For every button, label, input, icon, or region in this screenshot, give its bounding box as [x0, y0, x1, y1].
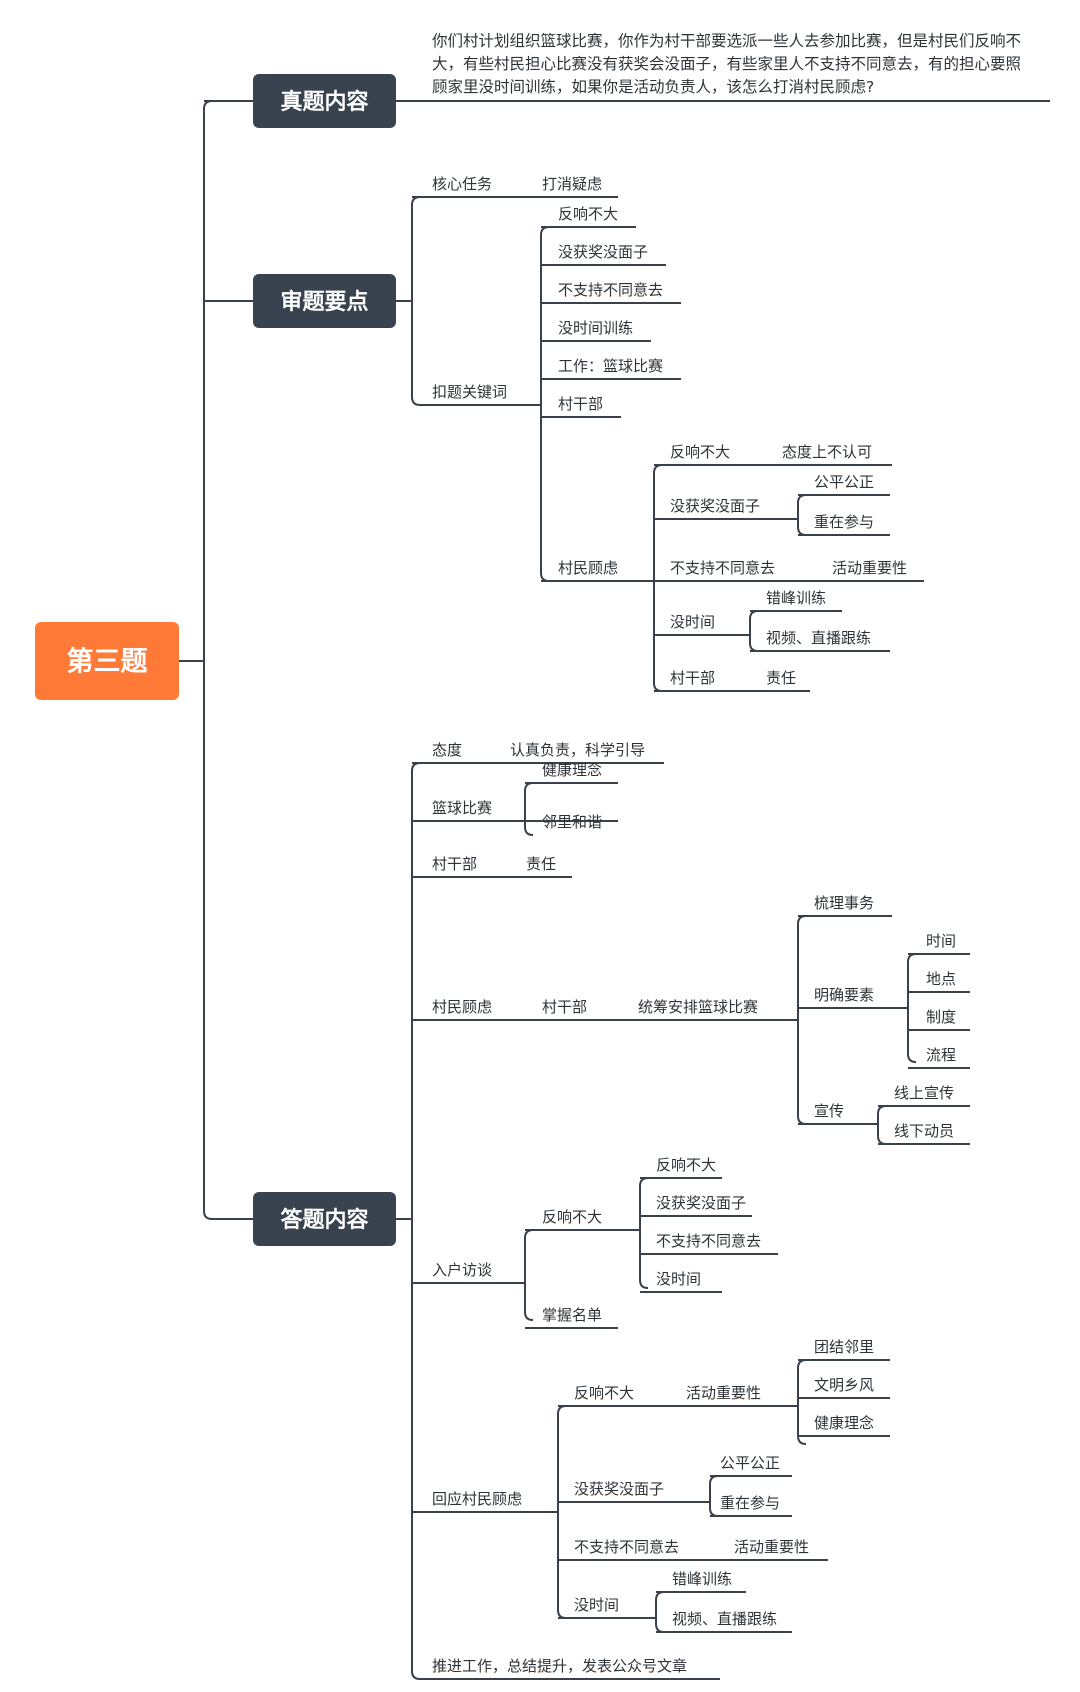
- visits-feedback-item: 没时间: [656, 1270, 701, 1288]
- branch-analysis-label: 审题要点: [280, 289, 368, 315]
- plan-elements: 明确要素: [814, 986, 874, 1004]
- keyword-item: 没时间训练: [558, 319, 633, 337]
- branch-question: 真题内容: [253, 74, 396, 128]
- answer-concerns-cadre: 村干部: [542, 998, 587, 1016]
- answer-attitude: 态度: [432, 741, 462, 759]
- concern-time-child: 错峰训练: [766, 589, 826, 607]
- branch-question-label: 真题内容: [280, 89, 368, 115]
- visits-feedback-item: 反响不大: [656, 1156, 716, 1174]
- answer-summary: 推进工作，总结提升，发表公众号文章: [432, 1657, 687, 1675]
- respond-face: 没获奖没面子: [574, 1480, 664, 1498]
- element-item: 制度: [926, 1008, 956, 1026]
- basketball-child: 健康理念: [542, 761, 602, 779]
- answer-respond: 回应村民顾虑: [432, 1490, 522, 1508]
- answer-cadre: 村干部: [432, 855, 477, 873]
- publicity-item: 线下动员: [894, 1122, 954, 1140]
- concern-face: 没获奖没面子: [670, 497, 760, 515]
- concern-support-child: 活动重要性: [832, 559, 907, 577]
- keyword-item: 反响不大: [558, 205, 618, 223]
- visits-feedback-item: 不支持不同意去: [656, 1232, 761, 1250]
- visits-feedback: 反响不大: [542, 1208, 602, 1226]
- visits-roster: 掌握名单: [542, 1306, 602, 1324]
- respond-support-item: 活动重要性: [734, 1538, 809, 1556]
- visits-feedback-item: 没获奖没面子: [656, 1194, 746, 1212]
- branch-analysis: 审题要点: [253, 274, 396, 328]
- answer-basketball: 篮球比赛: [432, 799, 492, 817]
- core-task-value: 打消疑虑: [542, 175, 602, 193]
- answer-concerns: 村民顾虑: [432, 998, 492, 1016]
- keyword-item: 村干部: [558, 395, 603, 413]
- root-node: 第三题: [35, 622, 179, 700]
- concern-feedback-child: 态度上不认可: [782, 443, 872, 461]
- concerns-label: 村民顾虑: [558, 559, 618, 577]
- question-line: 顾家里没时间训练，如果你是活动负责人，该怎么打消村民顾虑?: [432, 78, 874, 96]
- answer-visits: 入户访谈: [432, 1261, 492, 1279]
- keyword-item: 不支持不同意去: [558, 281, 663, 299]
- respond-face-item: 公平公正: [720, 1454, 780, 1472]
- respond-feedback-item: 健康理念: [814, 1414, 874, 1432]
- answer-concerns-plan: 统筹安排篮球比赛: [638, 998, 758, 1016]
- element-item: 地点: [926, 970, 956, 988]
- connector-lines: [179, 100, 1050, 1680]
- element-item: 流程: [926, 1046, 956, 1064]
- answer-attitude-value: 认真负责，科学引导: [510, 741, 645, 759]
- concern-face-child: 公平公正: [814, 473, 874, 491]
- keyword-item: 工作：篮球比赛: [558, 357, 663, 375]
- branch-answer: 答题内容: [253, 1192, 396, 1246]
- keywords-label: 扣题关键词: [432, 383, 507, 401]
- respond-time-item: 视频、直播跟练: [672, 1610, 777, 1628]
- keyword-item: 没获奖没面子: [558, 243, 648, 261]
- concern-time: 没时间: [670, 613, 715, 631]
- question-line: 你们村计划组织篮球比赛，你作为村干部要选派一些人去参加比赛，但是村民们反响不: [432, 31, 1021, 50]
- concern-cadre: 村干部: [670, 669, 715, 687]
- core-task-label: 核心任务: [432, 175, 492, 193]
- branch-answer-label: 答题内容: [280, 1207, 368, 1233]
- plan-publicity: 宣传: [814, 1102, 844, 1120]
- respond-feedback-item: 文明乡风: [814, 1376, 874, 1394]
- root-node-label: 第三题: [67, 646, 148, 678]
- respond-time: 没时间: [574, 1596, 619, 1614]
- respond-support: 不支持不同意去: [574, 1538, 679, 1556]
- respond-feedback: 反响不大: [574, 1384, 634, 1402]
- concern-support: 不支持不同意去: [670, 559, 775, 577]
- element-item: 时间: [926, 932, 956, 950]
- publicity-item: 线上宣传: [894, 1084, 954, 1102]
- question-line: 大，有些村民担心比赛没有获奖会没面子，有些家里人不支持不同意去，有的担心要照: [432, 54, 1021, 73]
- concern-feedback: 反响不大: [670, 443, 730, 461]
- respond-feedback-mid: 活动重要性: [686, 1384, 761, 1402]
- respond-face-item: 重在参与: [720, 1494, 780, 1512]
- concern-time-child: 视频、直播跟练: [766, 629, 871, 647]
- answer-cadre-value: 责任: [526, 855, 556, 873]
- basketball-child: 邻里和谐: [542, 813, 602, 831]
- concern-face-child: 重在参与: [814, 513, 874, 531]
- concern-cadre-child: 责任: [766, 669, 796, 687]
- respond-time-item: 错峰训练: [672, 1570, 732, 1588]
- plan-sort: 梳理事务: [814, 894, 874, 912]
- respond-feedback-item: 团结邻里: [814, 1338, 874, 1356]
